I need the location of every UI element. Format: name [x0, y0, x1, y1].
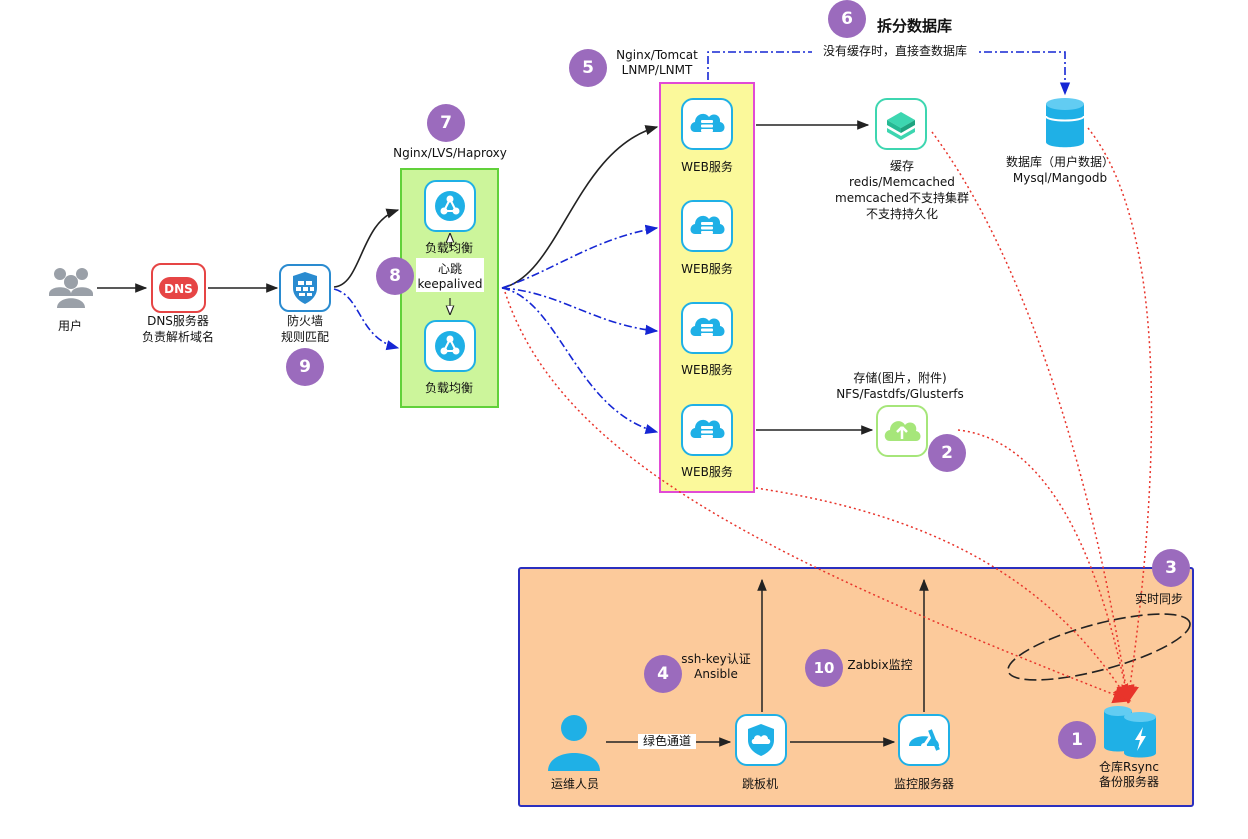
web-label-1: WEB服务	[681, 160, 733, 174]
edge-lb-web-2	[501, 224, 659, 289]
jump-server-icon	[735, 714, 787, 766]
database-label-2: Mysql/Mangodb	[1012, 171, 1108, 185]
ops-label: 运维人员	[550, 777, 599, 791]
split-db-title: 拆分数据库	[877, 17, 953, 35]
badge-7: 7	[427, 104, 465, 142]
cache-label-3: memcached不支持集群	[835, 191, 969, 205]
badge-3: 3	[1152, 549, 1190, 587]
storage-icon	[876, 405, 928, 457]
ssh-label-1: ssh-key认证	[681, 652, 751, 666]
heartbeat-label-2: keepalived	[417, 277, 483, 291]
web-server-icon-3	[681, 302, 733, 354]
backup-label-2: 备份服务器	[1098, 775, 1159, 789]
edge-lb-web-4	[501, 287, 659, 434]
web-server-icon-4	[681, 404, 733, 456]
cache-label-1: 缓存	[889, 159, 914, 173]
edge-web-database	[707, 51, 1071, 96]
database-label-1: 数据库（用户数据）	[1005, 155, 1114, 169]
badge-8: 8	[376, 257, 414, 295]
firewall-label-1: 防火墙	[286, 314, 323, 328]
badge-1: 1	[1058, 721, 1096, 759]
heartbeat-label-bg	[416, 258, 484, 292]
ops-area	[518, 567, 1194, 807]
ops-person-icon	[548, 715, 600, 771]
badge-9: 9	[286, 348, 324, 386]
badge-6: 6	[828, 0, 866, 38]
dns-label-2: 负责解析域名	[141, 330, 214, 344]
web-server-icon-2	[681, 200, 733, 252]
zabbix-label: Zabbix监控	[847, 658, 913, 672]
users-icon	[49, 268, 93, 308]
jump-label: 跳板机	[741, 777, 778, 791]
sync-cache	[931, 131, 1135, 704]
dns-label-1: DNS服务器	[147, 314, 209, 328]
svg-text:DNS: DNS	[164, 282, 193, 296]
lb-top-label: 负载均衡	[424, 241, 473, 255]
storage-label-2: NFS/Fastdfs/Glusterfs	[836, 387, 964, 401]
firewall-label-2: 规则匹配	[280, 330, 329, 344]
cache-icon	[875, 98, 927, 150]
web-label-3: WEB服务	[681, 363, 733, 377]
realtime-sync-label: 实时同步	[1134, 592, 1183, 606]
sync-lb	[504, 291, 1132, 704]
monitor-label: 监控服务器	[893, 777, 954, 791]
load-balancer-icon-top	[424, 180, 476, 232]
database-icon	[1045, 98, 1085, 148]
badge-5: 5	[569, 49, 607, 87]
lb-bottom-label: 负载均衡	[424, 381, 473, 395]
dns-icon: DNS	[151, 263, 206, 313]
badge-10: 10	[805, 649, 843, 687]
badge-4: 4	[644, 655, 682, 693]
lb-header: Nginx/LVS/Haproxy	[393, 146, 507, 160]
backup-server-icon	[1104, 706, 1156, 758]
web-header-2: LNMP/LNMT	[621, 63, 693, 77]
sync-database	[1087, 127, 1153, 704]
firewall-icon	[279, 264, 331, 312]
sync-web	[755, 487, 1130, 704]
backup-label-1: 仓库Rsync	[1099, 760, 1159, 774]
green-channel-label: 绿色通道	[638, 734, 696, 749]
edge-lb-web-3	[501, 287, 659, 335]
no-cache-note: 没有缓存时，直接查数据库	[812, 44, 978, 59]
edge-firewall-lb-top	[333, 208, 400, 288]
heartbeat-label-1: 心跳	[437, 262, 462, 276]
storage-label-1: 存储(图片，附件)	[853, 371, 947, 385]
sync-ellipse	[1007, 613, 1191, 681]
load-balancer-icon-bottom	[424, 320, 476, 372]
web-label-4: WEB服务	[681, 465, 733, 479]
cache-label-4: 不支持持久化	[865, 207, 938, 221]
badge-2: 2	[928, 434, 966, 472]
cache-label-2: redis/Memcached	[849, 175, 955, 189]
edge-lb-web-1	[501, 125, 659, 289]
ssh-label-2: Ansible	[694, 667, 738, 681]
monitor-server-icon	[898, 714, 950, 766]
web-header-1: Nginx/Tomcat	[616, 48, 698, 62]
sync-storage	[957, 429, 1134, 704]
user-label: 用户	[57, 319, 82, 333]
web-label-2: WEB服务	[681, 262, 733, 276]
web-server-icon-1	[681, 98, 733, 150]
